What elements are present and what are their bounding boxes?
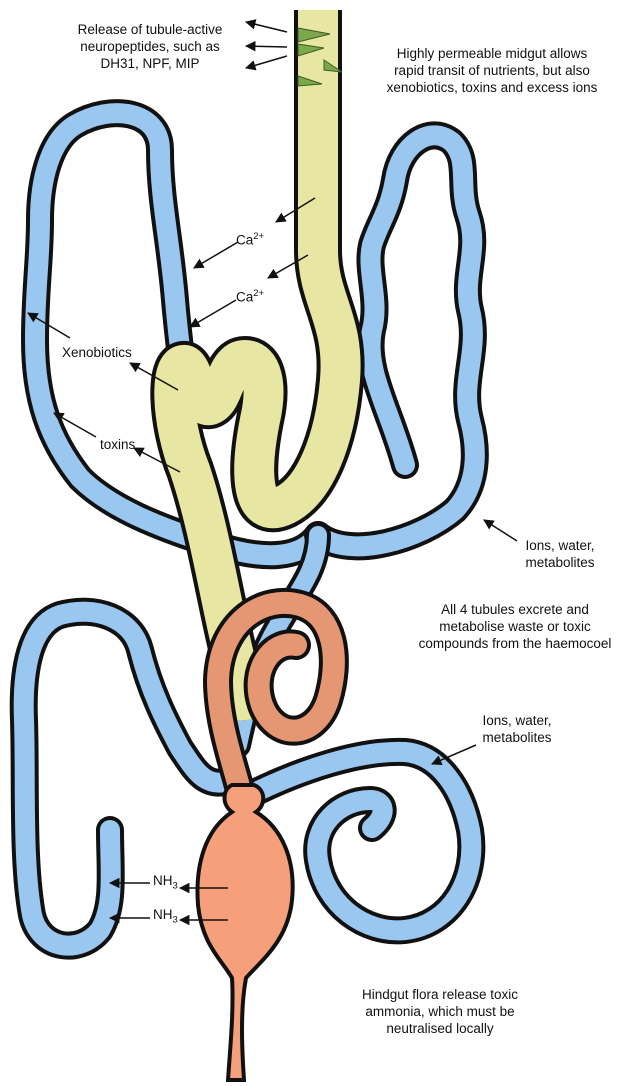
arrow-icon: [190, 300, 236, 327]
tubules-label: All 4 tubules excrete and metabolise was…: [405, 601, 625, 652]
arrow-icon: [194, 242, 238, 268]
ions-lower-label: Ions, water, metabolites: [462, 712, 572, 746]
ions-upper-label: Ions, water, metabolites: [505, 537, 615, 571]
midgut-label: Highly permeable midgut allows rapid tra…: [362, 45, 622, 96]
calcium-label-2: Ca2+: [236, 288, 264, 305]
xenobiotics-label: Xenobiotics: [62, 345, 132, 360]
arrow-icon: [246, 56, 287, 68]
neuropeptides-label: Release of tubule-active neuropeptides, …: [55, 21, 245, 72]
ammonia-label-1: NH3: [153, 873, 178, 892]
arrow-icon: [246, 22, 287, 32]
toxins-label: toxins: [100, 437, 135, 452]
ammonia-label-2: NH3: [153, 907, 178, 926]
hindgut-label: Hindgut flora release toxic ammonia, whi…: [340, 986, 540, 1037]
rectum: [197, 785, 292, 1080]
arrow-icon: [246, 46, 287, 47]
calcium-label-1: Ca2+: [236, 231, 264, 248]
